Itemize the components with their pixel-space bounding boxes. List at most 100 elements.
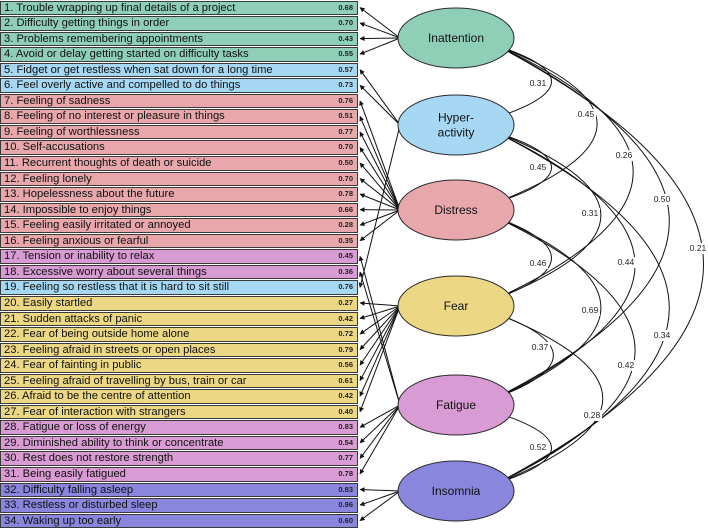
item-row: 1. Trouble wrapping up final details of … — [0, 0, 358, 16]
factor-fear — [397, 275, 515, 337]
loading-arrow — [359, 147, 401, 211]
correlation-arc — [497, 313, 603, 484]
loading-arrow — [359, 209, 401, 226]
item-loading: 0.28 — [338, 220, 353, 230]
factor-ellipses: InattentionHyper-activityDistressFearFat… — [397, 7, 515, 522]
correlation-label-bg — [528, 78, 548, 89]
correlation-arc — [497, 45, 634, 299]
correlation-value: 0.45 — [530, 162, 547, 172]
item-loading: 0.45 — [338, 251, 353, 261]
item-row: 28. Fatigue or loss of energy 0.83 — [0, 420, 358, 435]
loading-arrow — [359, 305, 401, 382]
loading-arrow — [359, 305, 401, 320]
item-row: 3. Problems remembering appointments 0.43 — [0, 31, 358, 47]
factor-label: Fatigue — [436, 398, 476, 412]
loading-arrow — [359, 305, 401, 413]
item-loading: 0.96 — [338, 500, 353, 510]
item-text: 2. Difficulty getting things in order — [4, 17, 170, 30]
item-text: 17. Tension or inability to relax — [4, 250, 155, 263]
factor-label: activity — [438, 126, 475, 140]
factor-label: Insomnia — [432, 484, 481, 498]
loading-arrow — [359, 404, 401, 444]
item-row: 2. Difficulty getting things in order 0.7… — [0, 16, 358, 31]
item-row: 19. Feeling so restless that it is hard … — [0, 280, 358, 295]
item-loading: 0.70 — [338, 142, 353, 152]
correlation-value: 0.28 — [584, 410, 601, 420]
item-row: 29. Diminished ability to think or conce… — [0, 435, 358, 451]
loading-arrow — [359, 131, 401, 211]
correlation-arc — [497, 132, 602, 299]
loading-arrow — [359, 487, 401, 493]
item-text: 24. Fear of fainting in public — [4, 359, 142, 372]
item-text: 30. Rest does not restore strength — [4, 452, 174, 465]
correlation-arc — [497, 217, 636, 484]
item-loading: 0.50 — [338, 158, 353, 167]
item-text: 9. Feeling of worthlessness — [4, 125, 140, 138]
item-loading: 0.66 — [338, 204, 353, 214]
item-loading: 0.56 — [338, 360, 353, 370]
correlation-arc — [497, 217, 602, 398]
item-row: 18. Excessive worry about several things… — [0, 264, 358, 280]
loading-arrow — [359, 22, 401, 39]
loading-arrow — [359, 7, 401, 39]
correlation-arc — [497, 217, 552, 299]
item-text: 3. Problems remembering appointments — [4, 32, 203, 45]
item-loading: 0.42 — [338, 313, 353, 323]
item-row: 4. Avoid or delay getting started on dif… — [0, 47, 358, 62]
item-loading: 0.40 — [338, 406, 353, 416]
item-row: 17. Tension or inability to relax 0.45 — [0, 249, 358, 264]
item-text: 15. Feeling easily irritated or annoyed — [4, 219, 191, 232]
correlation-label-bg — [530, 342, 550, 353]
item-text: 31. Being easily fatigued — [4, 468, 126, 480]
item-text: 6. Feel overly active and compelled to d… — [4, 79, 241, 92]
loading-arrow — [359, 69, 401, 126]
item-loading: 0.35 — [338, 235, 353, 245]
item-row: 15. Feeling easily irritated or annoyed 0… — [0, 218, 358, 233]
loading-arrow — [359, 404, 401, 475]
item-loading: 0.36 — [338, 266, 353, 276]
item-text: 29. Diminished ability to think or conce… — [4, 436, 224, 449]
correlation-label-bg — [580, 305, 600, 316]
correlation-label-bg — [528, 442, 548, 453]
item-text: 20. Easily startled — [4, 296, 93, 309]
correlation-label-bg — [528, 258, 548, 269]
item-text: 22. Fear of being outside home alone — [4, 328, 190, 341]
item-text: 28. Fatigue or loss of energy — [4, 421, 146, 434]
item-text: 13. Hopelessness about the future — [4, 188, 175, 201]
factor-label: Distress — [434, 203, 477, 217]
item-text: 5. Fidget or get restless when sat down … — [4, 63, 273, 76]
correlation-value: 0.45 — [578, 109, 595, 119]
item-loading: 0.73 — [338, 80, 353, 90]
correlation-value: 0.42 — [618, 360, 635, 370]
item-text: 27. Fear of interaction with strangers — [4, 405, 186, 418]
item-text: 10. Self-accusations — [4, 141, 105, 154]
loading-arrow — [359, 404, 401, 459]
item-text: 1. Trouble wrapping up final details of … — [4, 1, 236, 14]
loading-arrow — [359, 115, 401, 211]
item-loading: 0.70 — [338, 18, 353, 28]
item-text: 8. Feeling of no interest or pleasure in… — [4, 110, 225, 123]
loading-arrow — [358, 124, 401, 288]
correlation-label-bg — [652, 330, 672, 341]
correlation-arc — [497, 412, 552, 484]
item-text: 11. Recurrent thoughts of death or suici… — [4, 157, 212, 169]
factor-label: Fear — [444, 299, 469, 313]
item-loading: 0.43 — [338, 33, 353, 43]
correlation-arc — [497, 45, 552, 118]
factor-insomnia — [397, 460, 515, 522]
item-text: 4. Avoid or delay getting started on dif… — [4, 48, 249, 61]
correlation-value: 0.21 — [690, 243, 707, 253]
loading-arrow — [359, 84, 401, 126]
loading-arrow — [359, 100, 401, 211]
item-text: 23. Feeling afraid in streets or open pl… — [4, 343, 216, 356]
correlation-label-bg — [614, 150, 634, 161]
factor-label: Hyper- — [438, 111, 474, 125]
item-loading: 0.83 — [338, 422, 353, 432]
item-text: 34. Waking up too early — [4, 514, 122, 527]
correlation-value: 0.44 — [618, 257, 635, 267]
